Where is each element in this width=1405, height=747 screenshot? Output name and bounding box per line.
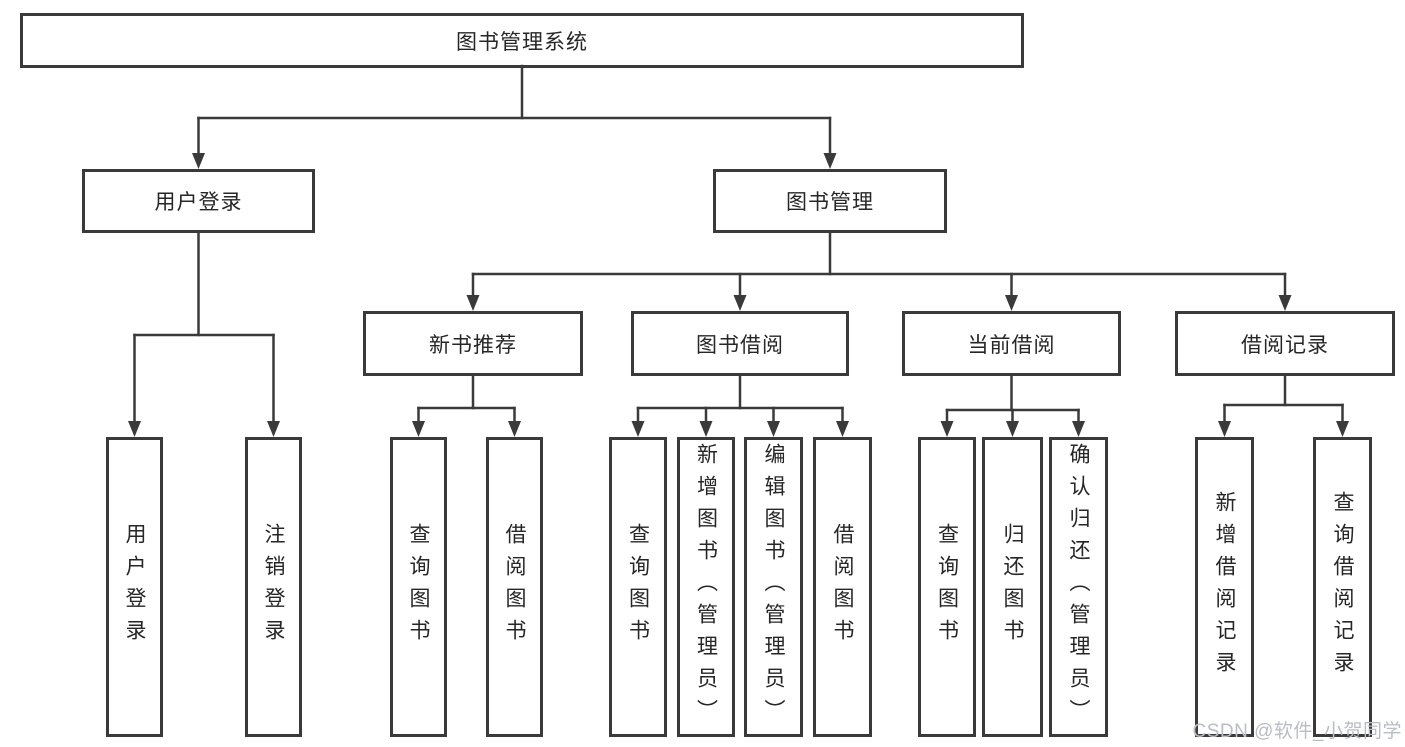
leaf-borrow-books-newbook-label: 借阅图书 bbox=[503, 523, 526, 651]
leaf-query-books-newbook: 查询图书 bbox=[390, 437, 447, 737]
leaf-confirm-return-admin: 确认归还（管理员） bbox=[1049, 437, 1108, 737]
leaf-borrow-books-newbook: 借阅图书 bbox=[486, 437, 543, 737]
leaf-confirm-return-admin-label: 确认归还（管理员） bbox=[1067, 443, 1090, 731]
csdn-watermark: CSDN @软件_小贺同学 bbox=[1192, 721, 1402, 742]
leaf-query-books-borrowing-label: 查询图书 bbox=[626, 523, 650, 651]
connector-root-to-level1 bbox=[192, 64, 837, 169]
node-borrowing-records: 借阅记录 bbox=[1175, 311, 1395, 376]
connector-borrowing-records-to-leaves bbox=[1218, 374, 1349, 437]
connector-user-login-to-leaves bbox=[128, 231, 280, 437]
connector-book-management-to-level2 bbox=[466, 231, 1292, 311]
node-user-login-label: 用户登录 bbox=[154, 191, 243, 214]
leaf-add-books-admin: 新增图书（管理员） bbox=[677, 437, 735, 737]
leaf-add-books-admin-label: 新增图书（管理员） bbox=[694, 443, 718, 731]
node-new-book-recommendation: 新书推荐 bbox=[363, 311, 583, 376]
leaf-borrow-books-borrowing-label: 借阅图书 bbox=[831, 523, 854, 651]
leaf-query-books-current-label: 查询图书 bbox=[935, 523, 959, 651]
leaf-logout-label: 注销登录 bbox=[262, 523, 285, 651]
leaf-query-borrow-record-label: 查询借阅记录 bbox=[1331, 491, 1354, 683]
node-borrowing-records-label: 借阅记录 bbox=[1241, 333, 1329, 357]
node-new-book-recommendation-label: 新书推荐 bbox=[429, 333, 517, 357]
node-book-management-label: 图书管理 bbox=[786, 191, 874, 214]
leaf-query-borrow-record: 查询借阅记录 bbox=[1313, 437, 1372, 737]
node-book-borrowing-label: 图书借阅 bbox=[696, 333, 784, 357]
leaf-query-books-borrowing: 查询图书 bbox=[609, 437, 667, 737]
leaf-add-borrow-record: 新增借阅记录 bbox=[1195, 437, 1254, 737]
leaf-add-borrow-record-label: 新增借阅记录 bbox=[1213, 491, 1236, 683]
node-current-borrowing: 当前借阅 bbox=[902, 311, 1121, 376]
leaf-user-login-label: 用户登录 bbox=[123, 523, 146, 651]
leaf-edit-books-admin: 编辑图书（管理员） bbox=[744, 437, 803, 737]
node-root: 图书管理系统 bbox=[20, 13, 1024, 68]
leaf-query-books-newbook-label: 查询图书 bbox=[407, 523, 430, 651]
leaf-user-login: 用户登录 bbox=[106, 437, 163, 737]
leaf-logout: 注销登录 bbox=[245, 437, 302, 737]
leaf-edit-books-admin-label: 编辑图书（管理员） bbox=[762, 443, 785, 731]
leaf-return-books: 归还图书 bbox=[982, 437, 1043, 737]
connector-new-book-recommendation-to-leaves bbox=[412, 374, 521, 437]
node-root-label: 图书管理系统 bbox=[456, 30, 588, 54]
leaf-query-books-current: 查询图书 bbox=[918, 437, 976, 737]
leaf-borrow-books-borrowing: 借阅图书 bbox=[813, 437, 872, 737]
node-book-management: 图书管理 bbox=[713, 169, 947, 233]
connector-book-borrowing-to-leaves bbox=[631, 374, 849, 437]
leaf-return-books-label: 归还图书 bbox=[1001, 523, 1024, 651]
node-current-borrowing-label: 当前借阅 bbox=[967, 333, 1056, 357]
node-user-login: 用户登录 bbox=[82, 169, 315, 233]
node-book-borrowing: 图书借阅 bbox=[631, 311, 849, 376]
connector-current-borrowing-to-leaves bbox=[940, 374, 1085, 437]
